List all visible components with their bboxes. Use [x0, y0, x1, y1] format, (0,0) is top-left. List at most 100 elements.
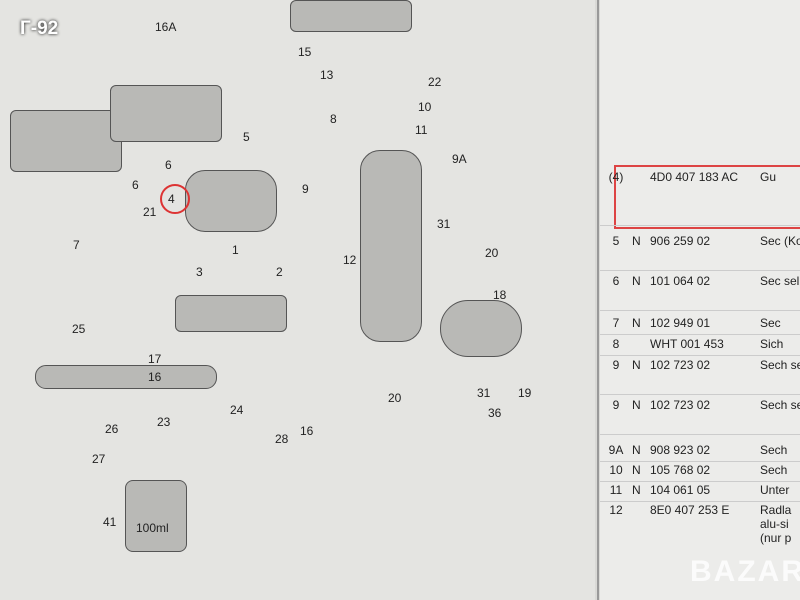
description: Gu	[760, 170, 777, 184]
callout: 18	[493, 288, 507, 302]
selected-row-highlight	[614, 165, 800, 229]
callout: 22	[428, 75, 442, 89]
table-row[interactable]: 9A N 908 923 02 Sech	[600, 443, 800, 462]
callout: 16	[300, 424, 314, 438]
control-arm-part	[185, 170, 277, 232]
subframe-part	[110, 85, 222, 142]
part-number: 104 061 05	[650, 483, 711, 497]
n: N	[632, 274, 641, 288]
table-row[interactable]: (4) 4D0 407 183 AC Gu	[600, 170, 800, 226]
callout: 27	[92, 452, 106, 466]
callout: 36	[488, 406, 502, 420]
pos: 9A	[608, 443, 624, 457]
callout: 17	[148, 352, 162, 366]
callout: 21	[143, 205, 157, 219]
callout: 16A	[155, 20, 177, 34]
pos: 5	[612, 234, 620, 248]
highlight-circle	[160, 184, 190, 214]
part-number: 105 768 02	[650, 463, 711, 477]
grease-bottle: 100ml	[125, 480, 187, 552]
callout: 24	[230, 403, 244, 417]
callout: 26	[105, 422, 119, 436]
pos: 9	[612, 398, 620, 412]
pos: 11	[609, 483, 623, 497]
pos: (4)	[608, 170, 624, 184]
n: N	[632, 483, 641, 497]
callout: 7	[73, 238, 80, 252]
callout: 1	[232, 243, 239, 257]
callout: 12	[343, 253, 357, 267]
table-row[interactable]: 12 8E0 407 253 E Radla alu-si (nur p	[600, 503, 800, 573]
part-number: 102 723 02	[650, 358, 711, 372]
callout: 9A	[452, 152, 467, 166]
table-row[interactable]: 6N 101 064 02 Sec selb	[600, 274, 800, 311]
description: Unter	[760, 483, 790, 497]
n: N	[632, 316, 641, 330]
callout: 15	[298, 45, 312, 59]
table-row[interactable]: 10 N 105 768 02 Sech	[600, 463, 800, 482]
description: Sich	[760, 337, 784, 351]
pos: 7	[612, 316, 620, 330]
n: N	[632, 358, 641, 372]
callout: 20	[388, 391, 402, 405]
callout: 8	[330, 112, 337, 126]
pos: 8	[612, 337, 620, 351]
callout: 31	[477, 386, 491, 400]
callout: 41	[103, 515, 117, 529]
callout: 3	[196, 265, 203, 279]
parts-diagram: 100ml 16A 15 13 22 10 8 11 9A 5 6 6 4 21…	[0, 0, 595, 600]
n	[632, 503, 650, 573]
n	[632, 337, 650, 355]
pos: 10	[609, 463, 623, 477]
callout: 28	[275, 432, 289, 446]
callout: 25	[72, 322, 86, 336]
hub-part	[440, 300, 522, 357]
n: N	[632, 398, 641, 412]
n: N	[632, 234, 641, 248]
pos: 6	[612, 274, 620, 288]
table-row[interactable]: 8 WHT 001 453 Sich	[600, 337, 800, 356]
description: Sech selbs	[760, 398, 800, 412]
description: Sec selb	[760, 274, 800, 288]
callout: 9	[302, 182, 309, 196]
callout: 11	[415, 123, 428, 137]
overlay-tag: Г-92	[20, 18, 59, 39]
part-number: 906 259 02	[650, 234, 711, 248]
description: Sech selb	[760, 358, 800, 372]
pos: 12	[609, 503, 623, 517]
n: N	[632, 463, 641, 477]
bottle-label: 100ml	[136, 521, 169, 535]
part-number: 908 923 02	[650, 443, 711, 457]
subframe-part	[10, 110, 122, 172]
table-row[interactable]: 9N 102 723 02 Sech selb	[600, 358, 800, 395]
part-number: 8E0 407 253 E	[650, 503, 730, 517]
n	[632, 170, 650, 225]
description: Sech	[760, 443, 788, 457]
callout: 2	[276, 265, 283, 279]
part-number: 101 064 02	[650, 274, 711, 288]
n: N	[632, 443, 641, 457]
description: Sec	[760, 316, 781, 330]
callout: 6	[132, 178, 139, 192]
splitter[interactable]	[597, 0, 599, 600]
description: Radla alu-si (nur p	[760, 503, 792, 545]
part-number: WHT 001 453	[650, 337, 724, 351]
pos: 9	[612, 358, 620, 372]
callout: 6	[165, 158, 172, 172]
lower-arm-part	[175, 295, 287, 332]
callout: 5	[243, 130, 250, 144]
callout: 16	[148, 370, 162, 384]
watermark-logo: BAZAR	[690, 555, 800, 588]
callout: 4	[168, 192, 175, 206]
part-number: 102 949 01	[650, 316, 711, 330]
callout: 19	[518, 386, 532, 400]
callout: 20	[485, 246, 499, 260]
description: Sech	[760, 463, 788, 477]
table-row[interactable]: 11 N 104 061 05 Unter	[600, 483, 800, 502]
part-number: 4D0 407 183 AC	[650, 170, 739, 184]
callout: 13	[320, 68, 334, 82]
